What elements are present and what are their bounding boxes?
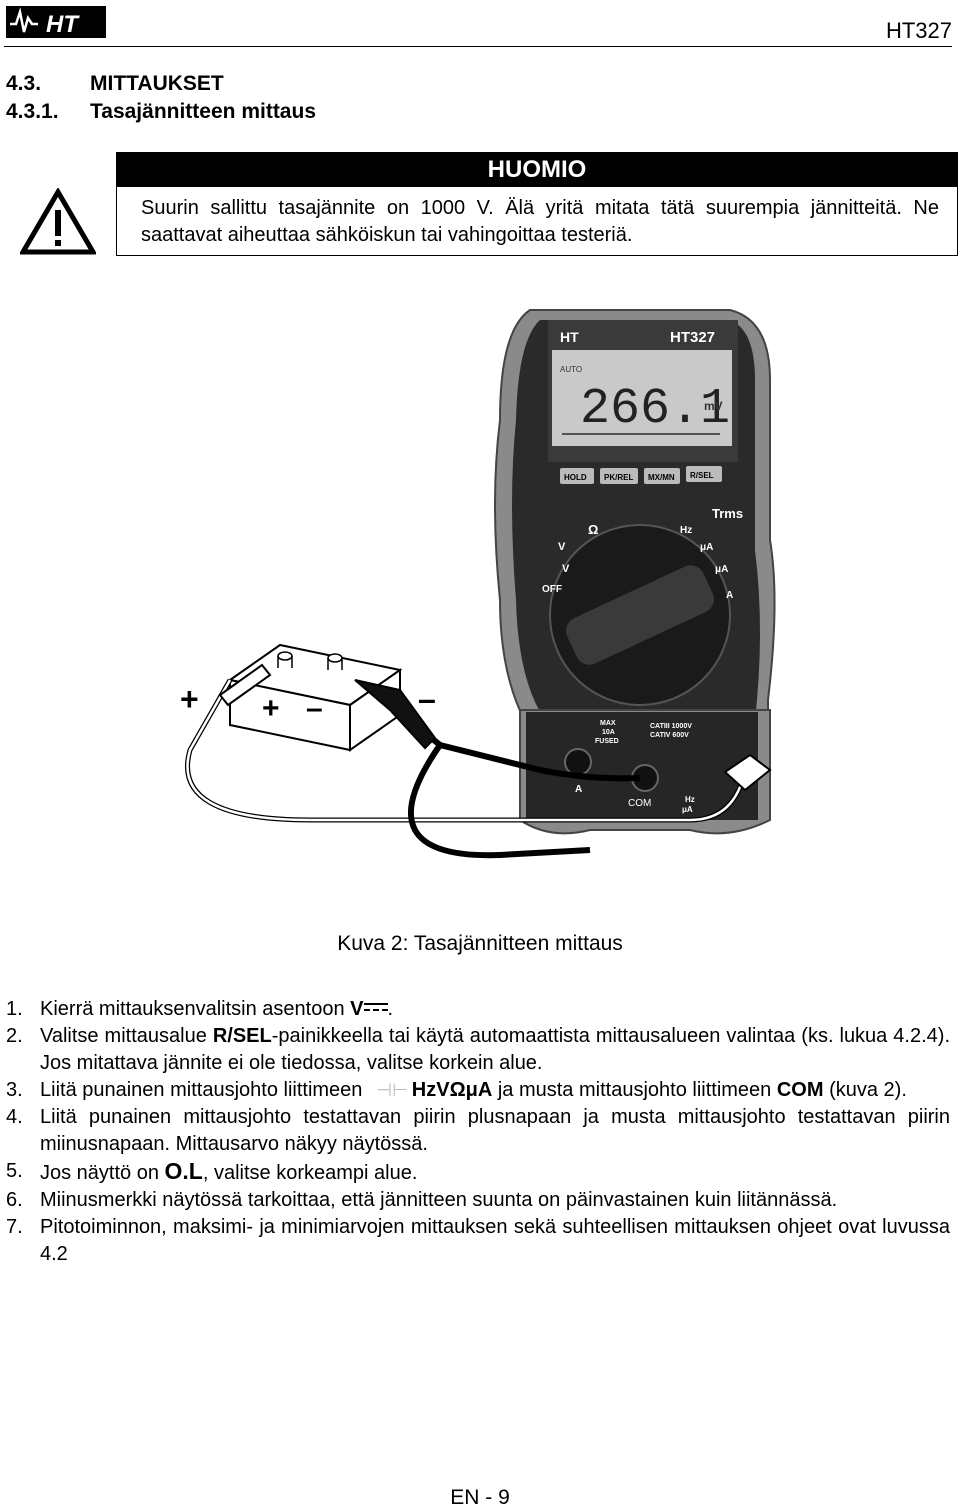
step-number: 1. xyxy=(6,998,23,1020)
battery-plus-inner: + xyxy=(262,692,280,725)
multimeter-figure: HT HT327 AUTO 266.1 mV HOLD PK/REL MX/MN… xyxy=(180,309,776,859)
step-item: 3. Liitä punainen mittausjohto liittimee… xyxy=(6,1077,950,1104)
fused-10a: 10A xyxy=(602,729,615,736)
step-number: 7. xyxy=(6,1216,23,1238)
page-header: HT HT327 xyxy=(4,0,952,47)
plus-outer: + xyxy=(180,681,199,717)
step-text-post: (kuva 2). xyxy=(823,1079,907,1101)
trms-label: Trms xyxy=(712,506,743,521)
step-number: 6. xyxy=(6,1189,23,1211)
fused-max: MAX xyxy=(600,720,616,727)
step-text: Liitä punainen mittausjohto testattavan … xyxy=(40,1106,950,1155)
black-probe xyxy=(354,679,437,750)
logo-text: HT xyxy=(46,11,80,38)
step-item: 2. Valitse mittausalue R/SEL-painikkeell… xyxy=(6,1023,950,1077)
dial-off: OFF xyxy=(542,584,562,595)
step-text-post: -painikkeella tai käytä automaattista mi… xyxy=(40,1025,950,1074)
dial-a: A xyxy=(726,590,733,601)
header-model: HT327 xyxy=(885,18,952,43)
step-bold: O.L xyxy=(164,1158,203,1184)
step-item: 4. Liitä punainen mittausjohto testattav… xyxy=(6,1104,950,1158)
step-text: Kierrä mittauksenvalitsin asentoon xyxy=(40,998,351,1020)
cat-600v: CATIV 600V xyxy=(650,732,689,739)
terminal-hz-label: Hz xyxy=(685,795,695,804)
step-item: 5. Jos näyttö on O.L, valitse korkeampi … xyxy=(6,1158,950,1187)
fused-label: FUSED xyxy=(595,738,619,745)
ht-logo: HT xyxy=(6,6,106,38)
dial-ohm: Ω xyxy=(588,522,598,537)
red-plug xyxy=(723,753,772,792)
terminal-a xyxy=(564,748,592,776)
step-number: 5. xyxy=(6,1160,23,1182)
display-unit: mV xyxy=(704,399,723,413)
step-item: 7. Pitotoiminnon, maksimi- ja minimiarvo… xyxy=(6,1214,950,1268)
step-bold: V xyxy=(350,998,364,1020)
subsection-title: Tasajännitteen mittaus xyxy=(90,100,316,123)
dial-v-dc: V xyxy=(558,541,566,553)
instruction-steps: 1. Kierrä mittauksenvalitsin asentoon V.… xyxy=(6,996,950,1268)
page-number: EN - 9 xyxy=(450,1486,510,1509)
dial-hz: Hz xyxy=(680,525,692,536)
dial-ua-dc: μA xyxy=(715,564,728,575)
subsection-number: 4.3.1. xyxy=(6,100,59,123)
warning-note: HUOMIO Suurin sallittu tasajännite on 10… xyxy=(116,152,958,256)
step-text-post: , valitse korkeampi alue. xyxy=(202,1162,418,1184)
step-text-post: . xyxy=(387,998,394,1020)
step-item: 6. Miinusmerkki näytössä tarkoittaa, ett… xyxy=(6,1187,950,1214)
display-reading: 266.1 xyxy=(580,381,730,438)
warning-triangle-icon xyxy=(20,188,96,255)
red-probe xyxy=(218,663,272,707)
terminal-com-label: COM xyxy=(628,798,651,809)
step-number: 2. xyxy=(6,1025,23,1047)
step-bold: R/SEL xyxy=(212,1025,272,1047)
meter-brand: HT xyxy=(560,329,579,345)
note-title: HUOMIO xyxy=(117,153,957,187)
button-hold: HOLD xyxy=(564,473,587,482)
terminal-ua-label: μA xyxy=(682,805,693,814)
section-number: 4.3. xyxy=(6,72,42,95)
note-text: Suurin sallittu tasajännite on 1000 V. Ä… xyxy=(141,197,939,246)
red-lead xyxy=(186,679,747,822)
cat-1000v: CATIII 1000V xyxy=(650,723,692,730)
meter-buttons: HOLD PK/REL MX/MN R/SEL xyxy=(560,466,722,484)
meter-model: HT327 xyxy=(670,329,715,346)
step-bold: HzVΩμA xyxy=(411,1079,493,1101)
battery-minus-inner: – xyxy=(306,692,323,725)
dial-v-ac: V xyxy=(562,563,570,575)
step-number: 4. xyxy=(6,1106,23,1128)
step-text: Miinusmerkki näytössä tarkoittaa, että j… xyxy=(40,1189,838,1211)
step-text: Pitotoiminnon, maksimi- ja minimiarvojen… xyxy=(40,1216,950,1265)
step-bold-2: COM xyxy=(776,1079,824,1101)
figure-caption: Kuva 2: Tasajännitteen mittaus xyxy=(337,932,623,955)
subsection-heading: 4.3.1. Tasajännitteen mittaus xyxy=(6,100,316,124)
step-item: 1. Kierrä mittauksenvalitsin asentoon V. xyxy=(6,996,950,1023)
step-text: Jos näyttö on xyxy=(40,1162,165,1184)
button-pkrel: PK/REL xyxy=(604,473,633,482)
terminal-a-label: A xyxy=(575,784,582,795)
step-text-mid: ja musta mittausjohto liittimeen xyxy=(492,1079,777,1101)
button-rsel: R/SEL xyxy=(690,471,714,480)
button-mxmn: MX/MN xyxy=(648,473,675,482)
step-text: Valitse mittausalue xyxy=(40,1025,213,1047)
capacitor-icon: ⊣⊢ xyxy=(376,1080,408,1100)
section-title: MITTAUKSET xyxy=(90,72,224,95)
step-text: Liitä punainen mittausjohto liittimeen xyxy=(40,1079,363,1101)
step-number: 3. xyxy=(6,1079,23,1101)
black-lead xyxy=(363,682,641,782)
dc-voltage-icon xyxy=(363,1001,388,1015)
section-heading: 4.3. MITTAUKSET xyxy=(6,72,224,96)
display-auto: AUTO xyxy=(560,365,582,374)
minus-outer: – xyxy=(418,681,436,717)
multimeter: HT HT327 AUTO 266.1 mV HOLD PK/REL MX/MN… xyxy=(494,309,776,835)
dial-ua-ac: μA xyxy=(700,542,713,553)
